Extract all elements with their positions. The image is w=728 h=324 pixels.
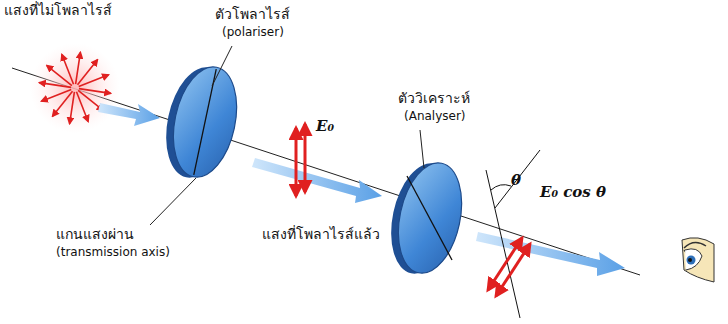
unpolarised-ray (79, 75, 109, 87)
light-label: แสงที่ไม่โพลาไรส์ (4, 2, 112, 18)
light-label: แสงที่โพลาไรส์แล้ว (262, 226, 380, 242)
part-label: (polariser) (222, 26, 284, 40)
axis-label: แกนแสงผ่าน (56, 226, 134, 242)
part-label: ตัวโพลาไรส์ (215, 6, 290, 22)
unpolarised-ray (62, 54, 74, 84)
part-label: (Analyser) (404, 110, 466, 124)
unpolarised-ray (76, 52, 81, 84)
unpolarised-ray (79, 89, 111, 94)
field-label: E₀ cos θ (540, 184, 606, 201)
unpolarised-ray (76, 92, 88, 122)
axis-label: (transmission axis) (56, 246, 170, 260)
part-label: ตัววิเคราะห์ (398, 90, 470, 106)
angle-symbol: θ (511, 172, 521, 189)
field-symbol: E₀ (316, 118, 334, 135)
unpolarised-ray (41, 89, 71, 101)
unpolarised-ray (70, 92, 75, 124)
unpolarised-ray (39, 83, 71, 88)
